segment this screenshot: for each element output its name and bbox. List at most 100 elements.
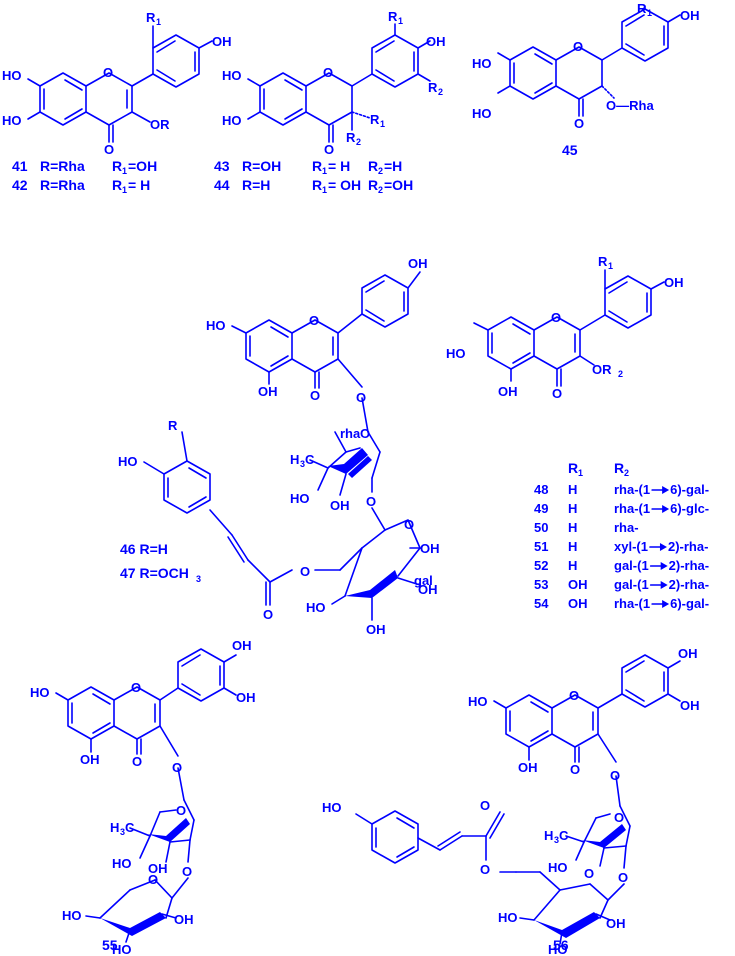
caption-41-42: 41 R=Rha R 1 =OH 42 R=Rha R 1 = H xyxy=(12,158,157,195)
svg-text:OH: OH xyxy=(664,275,684,290)
svg-text:HO: HO xyxy=(62,908,82,923)
svg-text:HO: HO xyxy=(322,800,342,815)
sugar-label-rha: rha xyxy=(340,426,361,441)
svg-text:OR: OR xyxy=(592,362,612,377)
svg-text:O: O xyxy=(480,862,490,877)
svg-text:OH: OH xyxy=(366,622,386,637)
atom-labels-45: HO HO O O O—Rha R 1 OH 45 xyxy=(472,1,700,158)
svg-text:O: O xyxy=(614,810,624,825)
svg-text:O: O xyxy=(569,688,579,703)
svg-text:HO: HO xyxy=(112,856,132,871)
row-num: 48 xyxy=(534,482,548,497)
svg-text:= H: = H xyxy=(128,177,150,193)
svg-text:O: O xyxy=(132,754,142,769)
svg-text:O: O xyxy=(480,798,490,813)
table-header-r1: R xyxy=(568,460,578,476)
compound-number: 42 xyxy=(12,177,28,193)
svg-text:R: R xyxy=(388,9,398,24)
structure-43-44 xyxy=(247,23,431,143)
atom-labels-55: OH OH HO O O OH O O H 3 C HO OH O O HO H… xyxy=(30,638,256,956)
row-r1: OH xyxy=(568,577,588,592)
svg-text:3: 3 xyxy=(554,835,559,845)
svg-text:HO: HO xyxy=(446,346,466,361)
svg-text:OH: OH xyxy=(420,541,440,556)
svg-text:= H: = H xyxy=(328,158,350,174)
caption-43-44: 43 R=OH R 1 = H R 2 =H 44 R=H R 1 = OH R… xyxy=(214,158,413,195)
svg-text:O: O xyxy=(300,564,310,579)
row-r1: H xyxy=(568,501,577,516)
arrow-head-icon xyxy=(660,581,668,589)
svg-text:OH: OH xyxy=(174,912,194,927)
row-r2-b: 2)-rha- xyxy=(669,577,709,592)
svg-text:1: 1 xyxy=(322,185,327,195)
row-r2-a: xyl-(1 xyxy=(614,539,648,554)
svg-text:2: 2 xyxy=(378,166,383,176)
svg-text:O: O xyxy=(131,680,141,695)
row-r1: H xyxy=(568,520,577,535)
table-header-r2: R xyxy=(614,460,624,476)
svg-text:R=H: R=H xyxy=(242,177,270,193)
compound-number: 41 xyxy=(12,158,28,174)
row-r1: H xyxy=(568,482,577,497)
svg-text:O: O xyxy=(182,864,192,879)
svg-text:O: O xyxy=(324,142,334,157)
svg-text:3: 3 xyxy=(196,574,201,584)
row-r2-b: 6)-glc- xyxy=(670,501,709,516)
compound-number: 56 xyxy=(553,937,569,953)
structure-48-54 xyxy=(473,269,665,387)
row-num: 50 xyxy=(534,520,548,535)
svg-text:R: R xyxy=(428,80,438,95)
svg-text:= OH: = OH xyxy=(328,177,361,193)
row-r2-a: rha- xyxy=(614,520,639,535)
svg-text:43: 43 xyxy=(214,158,230,174)
svg-text:OH: OH xyxy=(232,638,252,653)
svg-text:=H: =H xyxy=(384,158,402,174)
svg-text:2: 2 xyxy=(356,137,361,147)
svg-text:R: R xyxy=(112,177,122,193)
atom-o: O xyxy=(103,65,113,80)
svg-text:O: O xyxy=(360,426,370,441)
compound-number: 55 xyxy=(102,937,118,953)
svg-text:O: O xyxy=(323,65,333,80)
atom-labels-41-42: HO HO O O OR R 1 OH xyxy=(2,10,232,157)
svg-text:H: H xyxy=(544,828,553,843)
atom-oh: OH xyxy=(212,34,232,49)
svg-text:HO: HO xyxy=(206,318,226,333)
svg-text:1: 1 xyxy=(122,166,127,176)
svg-text:R: R xyxy=(112,158,122,174)
svg-text:O: O xyxy=(404,517,414,532)
svg-text:OH: OH xyxy=(236,690,256,705)
arrow-head-icon xyxy=(662,505,670,513)
svg-text:R: R xyxy=(370,112,380,127)
svg-text:OH: OH xyxy=(330,498,350,513)
svg-text:46 R=H: 46 R=H xyxy=(120,541,168,557)
arrow-head-icon xyxy=(659,543,667,551)
row-r2-b: 6)-gal- xyxy=(670,482,709,497)
row-num: 52 xyxy=(534,558,548,573)
svg-text:HO: HO xyxy=(222,113,242,128)
svg-text:OH: OH xyxy=(678,646,698,661)
svg-text:R: R xyxy=(346,130,356,145)
svg-text:1: 1 xyxy=(122,185,127,195)
svg-text:C: C xyxy=(305,452,315,467)
structure-56 xyxy=(355,654,681,945)
svg-text:R: R xyxy=(312,158,322,174)
svg-text:HO: HO xyxy=(290,491,310,506)
svg-text:R=Rha: R=Rha xyxy=(40,177,85,193)
svg-text:R=Rha: R=Rha xyxy=(40,158,85,174)
svg-text:O: O xyxy=(263,607,273,622)
row-num: 51 xyxy=(534,539,548,554)
svg-text:HO: HO xyxy=(472,106,492,121)
svg-text:1: 1 xyxy=(380,119,385,129)
svg-text:=OH: =OH xyxy=(384,177,413,193)
row-r2-b: 2)-rha- xyxy=(668,539,708,554)
svg-text:1: 1 xyxy=(647,8,652,18)
svg-text:O: O xyxy=(570,762,580,777)
structure-45 xyxy=(497,5,681,117)
compound-number: 45 xyxy=(562,142,578,158)
svg-text:2: 2 xyxy=(618,369,623,379)
atom-ho: HO xyxy=(2,68,22,83)
svg-text:C: C xyxy=(125,820,135,835)
svg-text:O: O xyxy=(610,768,620,783)
atom-labels-48-54: HO O O OR 2 OH R 1 OH xyxy=(446,254,684,401)
